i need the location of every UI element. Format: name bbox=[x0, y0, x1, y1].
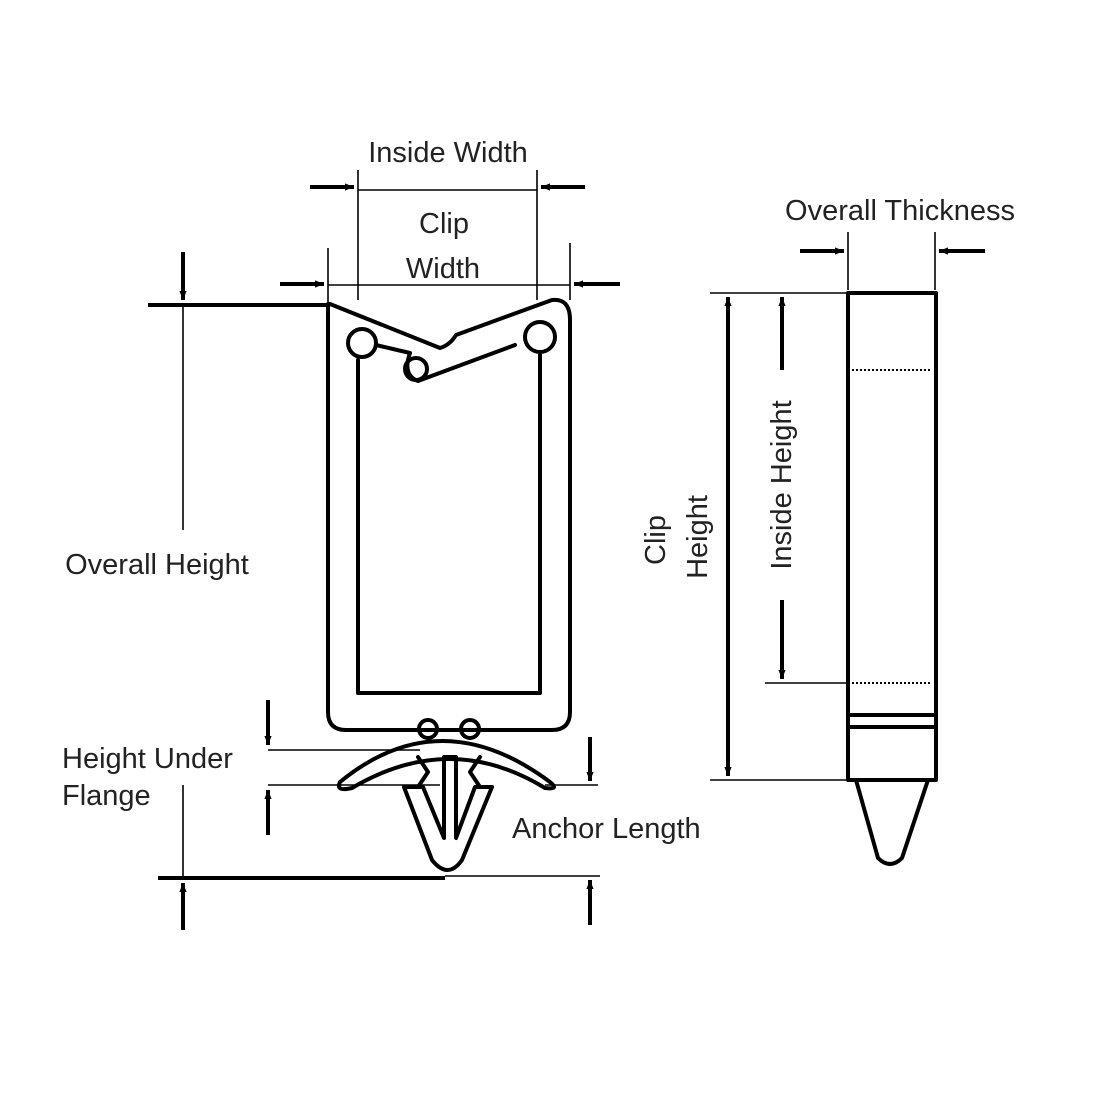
front-view-clip bbox=[326, 297, 572, 872]
overall-thickness-dimension: Overall Thickness bbox=[785, 195, 1015, 290]
label-height-under-flange-line2: Flange bbox=[62, 780, 151, 812]
inside-height-dimension: Inside Height bbox=[765, 297, 846, 684]
side-view-clip bbox=[846, 291, 938, 866]
clip-height-dimension: Clip Height bbox=[640, 292, 846, 781]
anchor-length-dimension: Anchor Length bbox=[445, 737, 701, 925]
height-under-flange-dimension: Height Under Flange bbox=[62, 700, 440, 835]
overall-height-dimension: Overall Height bbox=[65, 252, 445, 930]
inside-width-dimension: Inside Width bbox=[310, 137, 585, 300]
label-inside-height: Inside Height bbox=[766, 400, 798, 569]
label-clip-height-line2: Height bbox=[682, 495, 714, 579]
label-inside-width: Inside Width bbox=[368, 137, 528, 169]
label-height-under-flange-line1: Height Under bbox=[62, 743, 233, 775]
label-clip-height-line1: Clip bbox=[640, 515, 672, 565]
label-anchor-length: Anchor Length bbox=[512, 813, 701, 845]
label-overall-thickness: Overall Thickness bbox=[785, 195, 1015, 227]
label-overall-height: Overall Height bbox=[65, 549, 249, 581]
label-clip-width-line1: Clip bbox=[419, 208, 469, 240]
label-clip-width-line2: Width bbox=[406, 253, 480, 285]
clip-width-dimension: Clip Width bbox=[280, 208, 620, 302]
